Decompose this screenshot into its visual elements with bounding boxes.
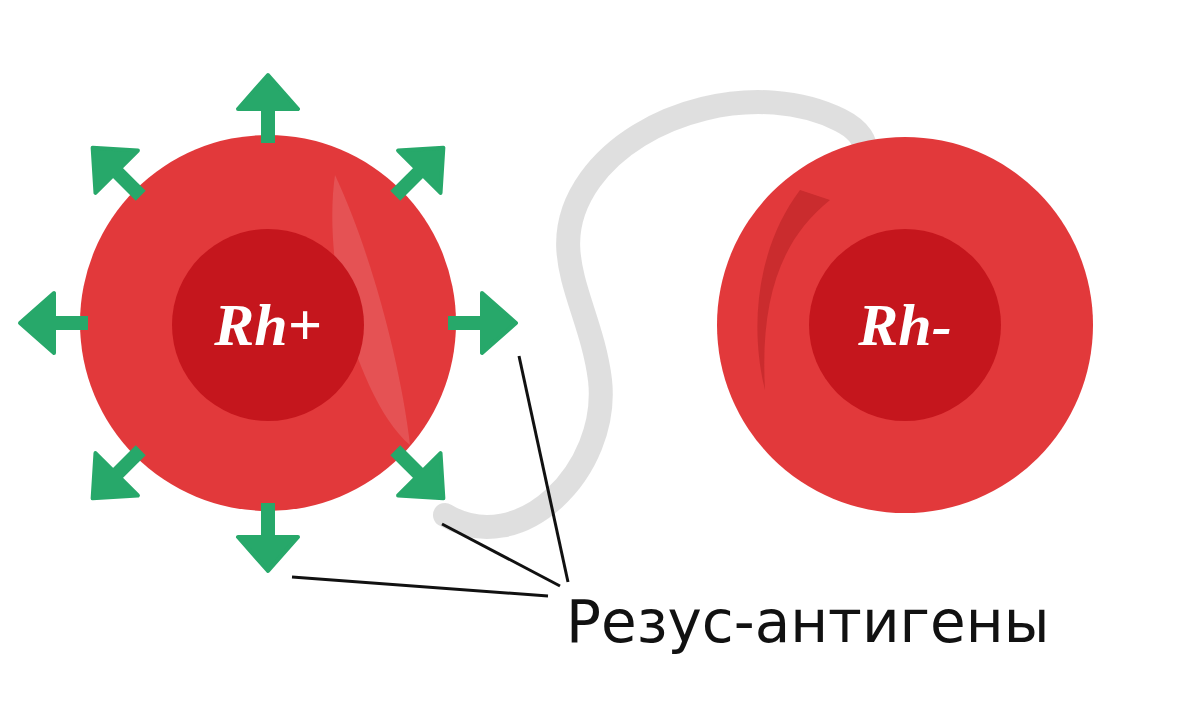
cell-nucleus: Rh+ <box>172 229 364 421</box>
rh-label: Rh+ <box>214 291 322 360</box>
node-text-holder: Rh+ <box>172 229 364 421</box>
rh-label: Rh- <box>858 291 951 360</box>
antigen-arrow <box>71 429 162 520</box>
antigen-arrow <box>238 75 298 143</box>
antigen-arrow <box>20 293 88 353</box>
leader-line <box>292 577 548 596</box>
rhesus-antigens <box>20 75 516 571</box>
red-cell <box>80 135 456 511</box>
leader-line <box>442 524 560 586</box>
cell-nucleus: Rh- <box>809 229 1001 421</box>
antigen-arrow <box>71 126 162 217</box>
antigen-label: Резус-антигены <box>566 588 1049 656</box>
antigen-arrow <box>448 293 516 353</box>
antigen-arrow <box>238 503 298 571</box>
antigen-arrow <box>374 429 465 520</box>
antigen-arrow <box>374 126 465 217</box>
red-cell <box>717 137 1093 513</box>
node-text-holder: Rh- <box>809 229 1001 421</box>
leader-line <box>519 356 568 582</box>
